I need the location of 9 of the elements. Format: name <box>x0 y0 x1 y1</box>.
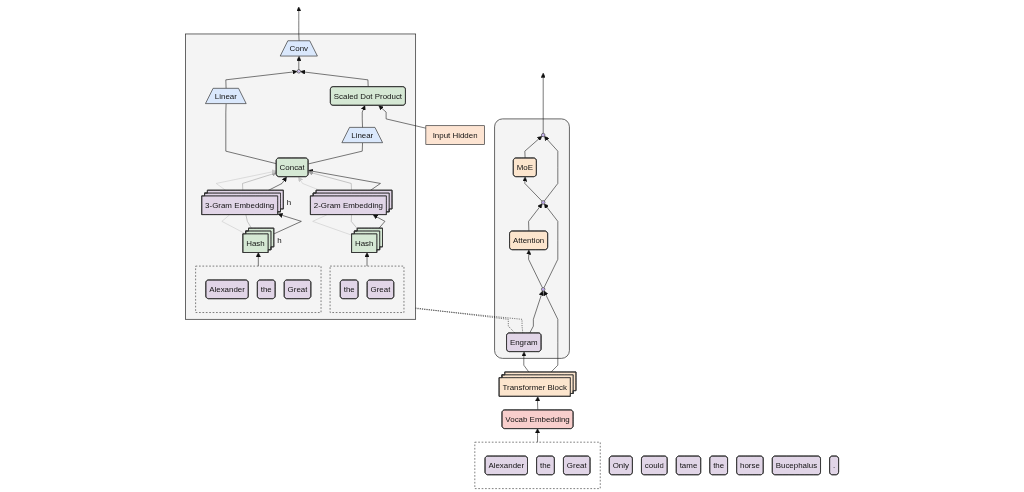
cluster <box>474 441 601 489</box>
connector <box>312 214 353 236</box>
cluster <box>329 265 405 313</box>
connector <box>225 103 277 164</box>
cluster <box>185 33 416 320</box>
connector <box>308 142 363 165</box>
cluster <box>195 265 322 313</box>
connector <box>245 214 252 229</box>
connector <box>350 214 358 230</box>
